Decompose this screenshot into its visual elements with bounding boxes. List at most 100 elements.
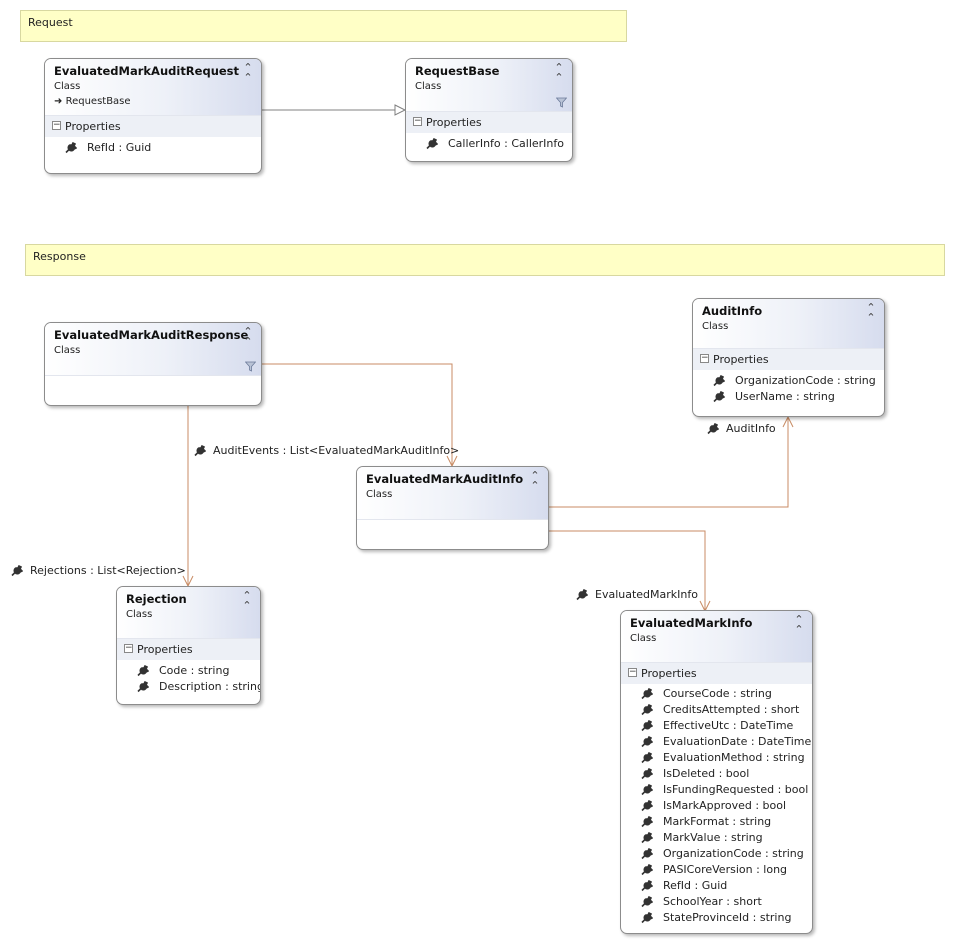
class-header: EvaluatedMarkAuditResponse Class ⌃⌃ (45, 323, 261, 376)
property-item[interactable]: EffectiveUtc : DateTime (621, 718, 812, 734)
property-text: SchoolYear : short (663, 895, 762, 908)
property-text: CreditsAttempted : short (663, 703, 800, 716)
collapse-chevrons-icon[interactable]: ⌃⌃ (242, 589, 252, 612)
inheritance-connector[interactable] (261, 104, 407, 116)
property-item[interactable]: MarkFormat : string (621, 814, 812, 830)
association-audit-info-connector[interactable] (549, 415, 794, 508)
base-class-label: ➜ RequestBase (54, 94, 252, 109)
wrench-icon (641, 752, 653, 764)
class-kind: Class (630, 633, 657, 644)
property-item[interactable]: StateProvinceId : string (621, 910, 812, 926)
collapse-chevrons-icon[interactable]: ⌃⌃ (243, 325, 253, 348)
class-request-base[interactable]: RequestBase Class ⌃⌃ − Properties Caller… (405, 58, 573, 162)
property-text: PASICoreVersion : long (663, 863, 788, 876)
class-evaluated-mark-audit-response[interactable]: EvaluatedMarkAuditResponse Class ⌃⌃ (44, 322, 262, 406)
association-text: Rejections : List<Rejection> (30, 564, 186, 577)
property-item[interactable]: OrganizationCode : string (621, 846, 812, 862)
property-item[interactable]: OrganizationCode : string (693, 373, 884, 389)
collapse-minus-icon[interactable]: − (413, 116, 422, 126)
property-item[interactable]: IsFundingRequested : bool (621, 782, 812, 798)
class-kind: Class (126, 609, 153, 620)
property-item[interactable]: RefId : Guid (621, 878, 812, 894)
collapse-chevrons-icon[interactable]: ⌃⌃ (794, 613, 804, 636)
class-name: EvaluatedMarkInfo (630, 616, 753, 630)
property-item[interactable]: IsMarkApproved : bool (621, 798, 812, 814)
collapse-chevrons-icon[interactable]: ⌃⌃ (530, 469, 540, 492)
class-name: RequestBase (415, 64, 500, 78)
property-item[interactable]: CreditsAttempted : short (621, 702, 812, 718)
collapse-minus-icon[interactable]: − (700, 353, 709, 363)
property-text: EvaluationMethod : string (663, 751, 805, 764)
association-label-rejections[interactable]: Rejections : List<Rejection> (10, 563, 186, 579)
association-rejections-connector[interactable] (182, 406, 194, 588)
class-header: EvaluatedMarkAuditInfo Class ⌃⌃ (357, 467, 548, 520)
wrench-icon (641, 864, 653, 876)
properties-list: RefId : Guid (45, 137, 261, 160)
class-rejection[interactable]: Rejection Class ⌃⌃ − Properties Code : s… (116, 586, 261, 705)
section-label: Properties (426, 116, 482, 129)
collapse-minus-icon[interactable]: − (124, 643, 133, 653)
property-item[interactable]: IsDeleted : bool (621, 766, 812, 782)
collapse-chevrons-icon[interactable]: ⌃⌃ (866, 301, 876, 324)
property-text: EffectiveUtc : DateTime (663, 719, 794, 732)
filter-icon[interactable] (556, 97, 567, 108)
wrench-icon (194, 445, 206, 457)
properties-section-header[interactable]: − Properties (693, 349, 884, 370)
class-evaluated-mark-audit-request[interactable]: EvaluatedMarkAuditRequest Class ➜ Reques… (44, 58, 262, 174)
property-item[interactable]: EvaluationMethod : string (621, 750, 812, 766)
property-item[interactable]: Code : string (117, 663, 260, 679)
response-group-note[interactable]: Response (25, 244, 945, 276)
section-label: Properties (137, 643, 193, 656)
association-label-audit-events[interactable]: AuditEvents : List<EvaluatedMarkAuditInf… (193, 443, 459, 459)
properties-section-header[interactable]: − Properties (45, 116, 261, 137)
properties-section-header[interactable]: − Properties (406, 112, 572, 133)
property-item[interactable]: PASICoreVersion : long (621, 862, 812, 878)
property-item[interactable]: RefId : Guid (45, 140, 261, 156)
property-text: IsMarkApproved : bool (663, 799, 787, 812)
property-item[interactable]: Description : string (117, 679, 260, 695)
property-item[interactable]: CourseCode : string (621, 686, 812, 702)
property-text: MarkFormat : string (663, 815, 772, 828)
collapse-chevrons-icon[interactable]: ⌃⌃ (243, 61, 253, 84)
properties-section-header[interactable]: − Properties (621, 663, 812, 684)
association-label-evaluated-mark-info[interactable]: EvaluatedMarkInfo (575, 587, 698, 603)
wrench-icon (641, 880, 653, 892)
class-kind: Class (415, 81, 442, 92)
property-item[interactable]: CallerInfo : CallerInfo (406, 136, 572, 152)
collapse-minus-icon[interactable]: − (52, 120, 61, 130)
association-label-audit-info[interactable]: AuditInfo (706, 421, 776, 437)
wrench-icon (641, 768, 653, 780)
property-text: IsDeleted : bool (663, 767, 750, 780)
property-item[interactable]: UserName : string (693, 389, 884, 405)
property-text: RefId : Guid (87, 141, 152, 154)
wrench-icon (137, 665, 149, 677)
collapse-chevrons-icon[interactable]: ⌃⌃ (554, 61, 564, 84)
property-text: EvaluationDate : DateTime (663, 735, 812, 748)
property-text: CourseCode : string (663, 687, 772, 700)
association-text: EvaluatedMarkInfo (595, 588, 698, 601)
class-evaluated-mark-info[interactable]: EvaluatedMarkInfo Class ⌃⌃ − Properties … (620, 610, 813, 934)
property-item[interactable]: SchoolYear : short (621, 894, 812, 910)
request-group-note[interactable]: Request (20, 10, 627, 42)
properties-section-header[interactable]: − Properties (117, 639, 260, 660)
class-name: EvaluatedMarkAuditRequest (54, 64, 240, 78)
base-class-name: RequestBase (65, 96, 131, 107)
wrench-icon (137, 681, 149, 693)
collapse-minus-icon[interactable]: − (628, 667, 637, 677)
class-header: EvaluatedMarkAuditRequest Class ➜ Reques… (45, 59, 261, 116)
property-text: OrganizationCode : string (735, 374, 876, 387)
class-audit-info[interactable]: AuditInfo Class ⌃⌃ − Properties Organiza… (692, 298, 885, 417)
property-text: Description : string (159, 680, 261, 693)
wrench-icon (641, 832, 653, 844)
class-evaluated-mark-audit-info[interactable]: EvaluatedMarkAuditInfo Class ⌃⌃ (356, 466, 549, 550)
wrench-icon (707, 423, 719, 435)
filter-icon[interactable] (245, 361, 256, 372)
properties-list: Code : string Description : string (117, 660, 260, 699)
wrench-icon (11, 565, 23, 577)
wrench-icon (641, 800, 653, 812)
wrench-icon (641, 848, 653, 860)
property-item[interactable]: MarkValue : string (621, 830, 812, 846)
wrench-icon (641, 736, 653, 748)
property-item[interactable]: EvaluationDate : DateTime (621, 734, 812, 750)
class-name: Rejection (126, 592, 187, 606)
